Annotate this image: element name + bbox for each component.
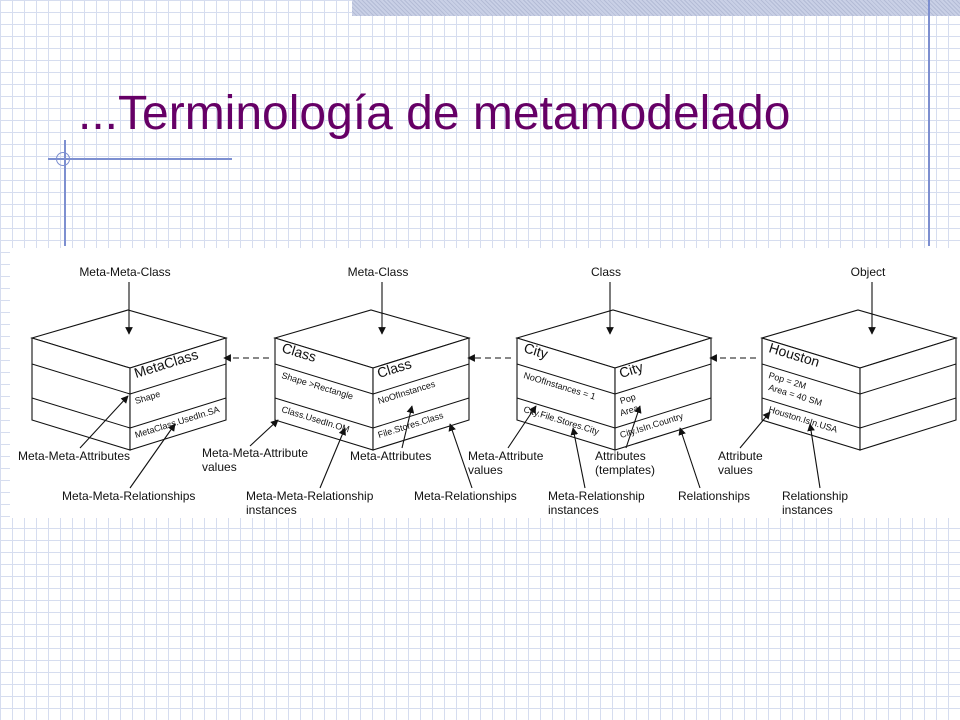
top-label: Object: [851, 265, 886, 279]
callout-arrow: [401, 405, 415, 449]
box-divider: [859, 397, 957, 429]
callout-relationships: Relationships: [678, 489, 750, 503]
callout-relationship-instances: instances: [782, 503, 833, 517]
box-right-face: [129, 337, 227, 451]
box-right-face: [859, 337, 957, 451]
box-divider: [31, 397, 131, 429]
box-divider: [614, 363, 712, 395]
top-label: Class: [591, 265, 621, 279]
callout-arrow: [570, 427, 586, 489]
box-divider: [859, 363, 957, 395]
callout-meta-meta-attribute-values: values: [202, 460, 237, 474]
callout-arrow: [678, 427, 701, 489]
callout-arrow: [807, 423, 821, 489]
callout-arrow: [507, 405, 537, 449]
callout-meta-meta-relationship-instances: instances: [246, 503, 297, 517]
callout-arrow: [79, 395, 129, 449]
box-divider: [761, 363, 861, 395]
callout-meta-attribute-values: Meta-Attribute: [468, 449, 544, 463]
callout-arrow: [319, 427, 346, 489]
callout-meta-meta-relationship-instances: Meta-Meta-Relationship: [246, 489, 374, 503]
callout-meta-meta-attribute-values: Meta-Meta-Attribute: [202, 446, 308, 460]
box-divider: [516, 363, 616, 395]
box-divider: [614, 397, 712, 429]
box-divider: [129, 363, 227, 395]
box-divider: [372, 363, 470, 395]
box-attribute: Pop: [619, 392, 637, 406]
decorative-left-rule: [64, 140, 66, 246]
callout-meta-relationship-instances: instances: [548, 503, 599, 517]
metamodel-diagram-svg: MetaClassShapeMetaClass.UsedIn.SAClassCl…: [18, 265, 958, 517]
callout-arrow: [249, 419, 279, 447]
box-divider: [274, 363, 374, 395]
top-label: Meta-Class: [348, 265, 409, 279]
callout-arrow: [625, 405, 642, 449]
box-divider: [31, 363, 131, 395]
callout-attributes-templates: Attributes: [595, 449, 646, 463]
box-right-face: [614, 337, 712, 451]
callout-attributes-templates: (templates): [595, 463, 655, 477]
callout-meta-attributes: Meta-Attributes: [350, 449, 431, 463]
box-divider: [516, 397, 616, 429]
callout-arrow: [129, 423, 176, 489]
box-title: City: [617, 359, 645, 381]
callout-attribute-values: Attribute: [718, 449, 763, 463]
callout-attribute-values: values: [718, 463, 753, 477]
callout-arrow: [739, 411, 771, 449]
callout-meta-meta-relationships: Meta-Meta-Relationships: [62, 489, 195, 503]
callout-meta-relationship-instances: Meta-Relationship: [548, 489, 645, 503]
decorative-circle-icon: [56, 152, 70, 166]
decorative-corner-band: [352, 0, 960, 16]
box-title: City: [522, 339, 550, 361]
box-divider: [274, 397, 374, 429]
box-divider: [761, 397, 861, 429]
decorative-title-underline: [48, 158, 232, 160]
callout-meta-meta-attributes: Meta-Meta-Attributes: [18, 449, 130, 463]
box-right-face: [372, 337, 470, 451]
callout-relationship-instances: Relationship: [782, 489, 848, 503]
slide-title: ...Terminología de metamodelado: [78, 87, 791, 140]
box-divider: [372, 397, 470, 429]
top-label: Meta-Meta-Class: [79, 265, 170, 279]
decorative-right-rule: [928, 0, 930, 246]
callout-meta-relationships: Meta-Relationships: [414, 489, 517, 503]
callout-arrow: [448, 423, 473, 489]
callout-meta-attribute-values: values: [468, 463, 503, 477]
box-divider: [129, 397, 227, 429]
